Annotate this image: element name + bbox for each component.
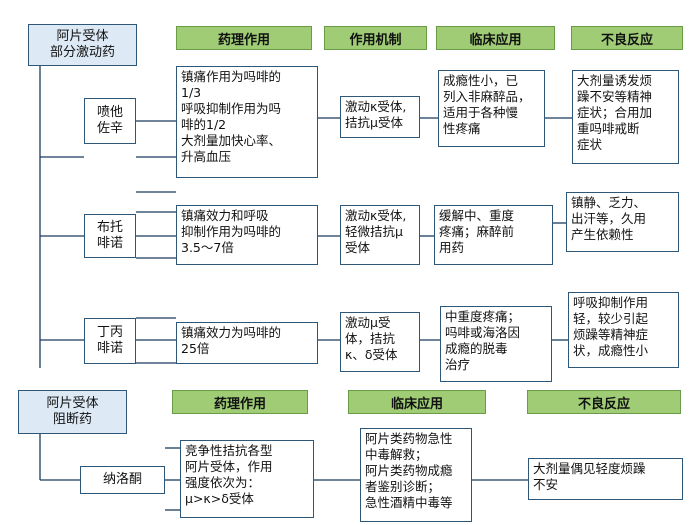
- antagonist-category-line-2: 阻断药: [52, 412, 92, 427]
- text-line: 阿片类药物成瘾: [365, 463, 453, 478]
- text-line: 成瘾性小，已: [443, 73, 519, 88]
- text-line: 体，拮抗: [345, 331, 396, 346]
- text-line: 症状；合用加: [577, 105, 653, 120]
- antagonist-header-adverse: 不良反应: [527, 390, 681, 414]
- header-clinical: 临床应用: [436, 26, 555, 50]
- text-line: 1/3: [181, 85, 202, 100]
- text-line: 激动κ受体,: [345, 99, 407, 114]
- text-line: 升高血压: [181, 149, 232, 164]
- text-line: 成瘾的脱毒: [445, 341, 508, 356]
- text-line: 25倍: [181, 341, 210, 356]
- text-line: 中毒解救；: [365, 447, 428, 462]
- text-line: 列入非麻醉品，: [443, 89, 531, 104]
- drug-pentazocine: 喷他 佐辛: [84, 98, 136, 144]
- text-line: 缓解中、重度: [439, 208, 515, 223]
- text-line: κ、δ受体: [345, 347, 398, 362]
- text-line: 大剂量诱发烦: [577, 73, 653, 88]
- text-line: 用药: [439, 240, 465, 255]
- buprenorphine-clinical: 中重度疼痛； 吗啡或海洛因 成瘾的脱毒 治疗: [440, 306, 552, 382]
- pentazocine-pharmacology: 镇痛作用为吗啡的 1/3 呼吸抑制作用为吗 啡的1/2 大剂量加快心率、 升高血…: [176, 66, 318, 178]
- text-line: 疼痛；麻醉前: [439, 224, 515, 239]
- text-line: 阿片类药物急性: [365, 431, 453, 446]
- text-line: 阿片受体，作用: [185, 459, 273, 474]
- drug-buprenorphine: 丁丙 啡诺: [84, 318, 136, 364]
- buprenorphine-mechanism: 激动μ受 体，拮抗 κ、δ受体: [340, 312, 420, 372]
- text-line: 出汗等，久用: [571, 211, 647, 226]
- antagonist-header-pharmacology: 药理作用: [172, 390, 308, 414]
- text-line: 抑制作用为吗啡的: [181, 224, 282, 239]
- drug-name-line: 喷他: [96, 105, 123, 120]
- text-line: 适用于各种慢: [443, 105, 519, 120]
- text-line: 大剂量加快心率、: [181, 133, 282, 148]
- header-adverse: 不良反应: [571, 26, 683, 50]
- butorphanol-clinical: 缓解中、重度 疼痛；麻醉前 用药: [434, 205, 553, 265]
- text-line: 3.5～7倍: [181, 240, 234, 255]
- text-line: 烦躁等精神症: [573, 327, 649, 342]
- text-line: 吗啡或海洛因: [445, 325, 521, 340]
- text-line: 镇痛效力为吗啡的: [181, 325, 282, 340]
- drug-name-line: 丁丙: [96, 325, 123, 340]
- drug-name: 纳洛酮: [102, 472, 142, 487]
- butorphanol-mechanism: 激动κ受体, 轻微拮抗μ 受体: [340, 205, 420, 265]
- pentazocine-clinical: 成瘾性小，已 列入非麻醉品， 适用于各种慢 性疼痛: [438, 70, 545, 147]
- antagonist-category: 阿片受体 阻断药: [18, 390, 127, 434]
- text-line: 受体: [345, 240, 371, 255]
- text-line: 轻，较少引起: [573, 311, 649, 326]
- text-line: 者鉴别诊断；: [365, 479, 441, 494]
- text-line: 强度依次为：: [185, 475, 261, 490]
- drug-naloxone: 纳洛酮: [80, 466, 165, 494]
- drug-name-line: 啡诺: [96, 341, 123, 356]
- text-line: 激动μ受: [345, 315, 391, 330]
- butorphanol-adverse: 镇静、乏力、 出汗等，久用 产生依赖性: [566, 192, 679, 252]
- text-line: 镇痛作用为吗啡的: [181, 69, 282, 84]
- pentazocine-adverse: 大剂量诱发烦 躁不安等精神 症状；合用加 重吗啡戒断 症状: [572, 70, 679, 164]
- drug-name-line: 布托: [96, 220, 123, 235]
- drug-name-line: 佐辛: [96, 121, 123, 136]
- text-line: 性疼痛: [443, 121, 481, 136]
- text-line: 拮抗μ受体: [345, 115, 403, 130]
- text-line: 躁不安等精神: [577, 89, 653, 104]
- agonist-category: 阿片受体 部分激动药: [28, 24, 137, 66]
- text-line: 重吗啡戒断: [577, 121, 640, 136]
- text-line: μ>κ>δ受体: [185, 491, 254, 506]
- drug-name-line: 啡诺: [96, 236, 123, 251]
- pentazocine-mechanism: 激动κ受体, 拮抗μ受体: [340, 96, 420, 138]
- text-line: 呼吸抑制作用为吗: [181, 101, 282, 116]
- text-line: 治疗: [445, 357, 471, 372]
- text-line: 啡的1/2: [181, 117, 227, 132]
- text-line: 镇静、乏力、: [571, 195, 647, 210]
- text-line: 症状: [577, 137, 603, 152]
- text-line: 产生依赖性: [571, 227, 634, 242]
- text-line: 中重度疼痛；: [445, 309, 521, 324]
- text-line: 状，成瘾性小: [573, 343, 649, 358]
- text-line: 激动κ受体,: [345, 208, 407, 223]
- text-line: 不安: [533, 477, 559, 492]
- antagonist-header-clinical: 临床应用: [348, 390, 486, 414]
- agonist-category-line-1: 阿片受体: [56, 29, 109, 44]
- text-line: 镇痛效力和呼吸: [181, 208, 269, 223]
- text-line: 急性酒精中毒等: [365, 495, 453, 510]
- buprenorphine-adverse: 呼吸抑制作用 轻，较少引起 烦躁等精神症 状，成瘾性小: [568, 292, 679, 368]
- agonist-category-line-2: 部分激动药: [49, 45, 115, 60]
- drug-butorphanol: 布托 啡诺: [84, 214, 136, 258]
- header-pharmacology: 药理作用: [176, 26, 312, 50]
- naloxone-adverse: 大剂量偶见轻度烦躁 不安: [528, 458, 683, 500]
- buprenorphine-pharmacology: 镇痛效力为吗啡的 25倍: [176, 322, 318, 364]
- antagonist-category-line-1: 阿片受体: [46, 396, 99, 411]
- butorphanol-pharmacology: 镇痛效力和呼吸 抑制作用为吗啡的 3.5～7倍: [176, 205, 318, 265]
- naloxone-clinical: 阿片类药物急性 中毒解救； 阿片类药物成瘾 者鉴别诊断； 急性酒精中毒等: [360, 428, 472, 522]
- naloxone-pharmacology: 竞争性拮抗各型 阿片受体，作用 强度依次为： μ>κ>δ受体: [180, 440, 314, 518]
- text-line: 大剂量偶见轻度烦躁: [533, 461, 646, 476]
- header-mechanism: 作用机制: [324, 26, 427, 50]
- text-line: 呼吸抑制作用: [573, 295, 649, 310]
- text-line: 轻微拮抗μ: [345, 224, 403, 239]
- text-line: 竞争性拮抗各型: [185, 443, 273, 458]
